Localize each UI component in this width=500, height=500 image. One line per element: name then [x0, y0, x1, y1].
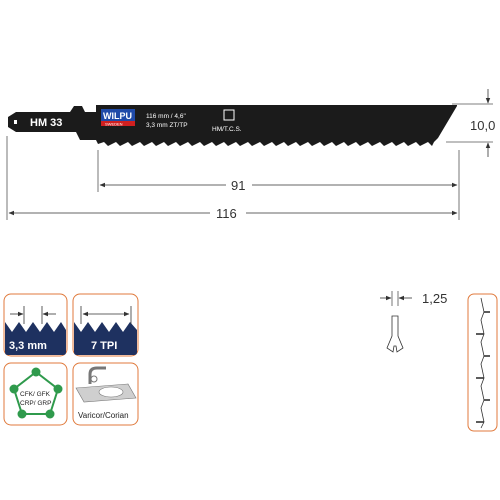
tpi-label: 7 TPI: [91, 340, 117, 352]
width-value: 10,0: [470, 118, 495, 133]
blade-cross-section: [386, 315, 404, 353]
tile-tpi: 7 TPI: [72, 293, 139, 357]
tile-tooth-pitch: 3,3 mm: [3, 293, 68, 357]
thickness-detail: 1,25: [380, 291, 447, 353]
wilpu-logo: WILPU SWEDEN: [101, 109, 135, 127]
composites-line1: CFK/ GFK: [20, 391, 51, 398]
tooth-pitch-label: 3,3 mm: [9, 340, 47, 352]
jigsaw-blade: HM 33 WILPU SWEDEN 116 mm / 4,6" 3,3 mm …: [8, 105, 457, 146]
composites-line2: CRP/ GRP: [20, 400, 51, 407]
composite-node-icon: [31, 367, 41, 377]
tooth-set-detail: [467, 293, 498, 432]
blade-spec-line2: 3,3 mm ZT/TP: [146, 122, 188, 129]
working-length-dimension: 91: [97, 150, 460, 220]
svg-text:SWEDEN: SWEDEN: [105, 122, 123, 127]
thickness-value: 1,25: [422, 291, 447, 306]
blade-material: HM/T.C.S.: [212, 126, 242, 133]
tile-varicor-corian: Varicor/Corian: [72, 362, 139, 426]
blade-spec-line1: 116 mm / 4,6": [146, 113, 186, 120]
working-length-value: 91: [231, 178, 245, 193]
blade-symbol-box: [223, 109, 235, 121]
faucet-icon: [88, 366, 106, 384]
svg-text:WILPU: WILPU: [103, 111, 132, 121]
width-dimension: 10,0: [446, 89, 495, 157]
application-label: Varicor/Corian: [78, 411, 129, 420]
tile-composites: CFK/ GFK CRP/ GRP: [3, 362, 68, 426]
total-length-dimension: 116: [6, 136, 458, 221]
blade-code: HM 33: [30, 117, 62, 129]
total-length-value: 116: [216, 206, 237, 221]
